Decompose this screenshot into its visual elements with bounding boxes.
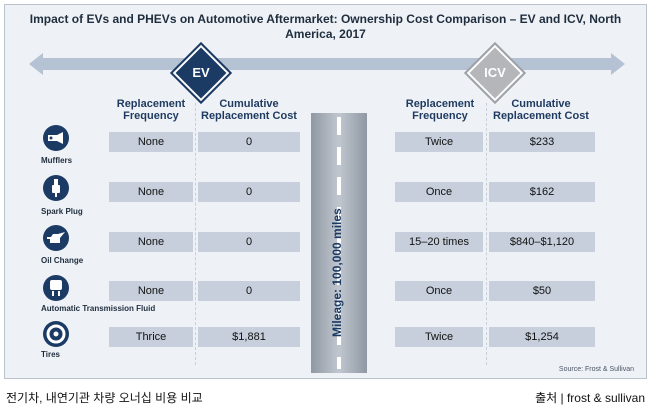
icv-frequency-mufflers: Twice: [395, 132, 483, 152]
icv-frequency-spark-plug: Once: [395, 182, 483, 202]
transmission-fluid-icon: [43, 275, 69, 301]
icv-cost-header: Cumulative Replacement Cost: [493, 98, 589, 122]
ev-column-divider: [195, 103, 196, 365]
caption-credit: 출처 | frost & sullivan: [535, 391, 645, 405]
mileage-label: Mileage: 100,000 miles: [330, 208, 344, 337]
icv-cost-tires: $1,254: [489, 327, 595, 347]
icv-cost-transmission-fluid: $50: [489, 281, 595, 301]
icv-cost-mufflers: $233: [489, 132, 595, 152]
ev-cost-mufflers: 0: [198, 132, 300, 152]
row-label-tires: Tires: [41, 350, 60, 359]
icv-frequency-transmission-fluid: Once: [395, 281, 483, 301]
ev-badge-label: EV: [192, 65, 210, 80]
source-note: Source: Frost & Sullivan: [558, 366, 634, 373]
icv-frequency-header: Replacement Frequency: [405, 98, 475, 122]
timeline-arrow: [29, 53, 625, 75]
ev-frequency-transmission-fluid: None: [109, 281, 193, 301]
row-label-oil-change: Oil Change: [41, 256, 84, 265]
ev-cost-tires: $1,881: [198, 327, 300, 347]
tire-icon: [43, 321, 69, 347]
ev-frequency-spark-plug: None: [109, 182, 193, 202]
ev-frequency-mufflers: None: [109, 132, 193, 152]
spark-plug-icon: [43, 175, 69, 201]
icv-frequency-oil-change: 15–20 times: [395, 232, 483, 252]
ev-cost-transmission-fluid: 0: [198, 281, 300, 301]
ev-cost-oil-change: 0: [198, 232, 300, 252]
icv-frequency-tires: Twice: [395, 327, 483, 347]
row-label-transmission-fluid: Automatic Transmission Fluid: [41, 304, 156, 313]
muffler-icon: [43, 125, 69, 151]
infographic-title: Impact of EVs and PHEVs on Automotive Af…: [29, 12, 622, 41]
infographic-panel: Impact of EVs and PHEVs on Automotive Af…: [4, 4, 647, 379]
ev-cost-spark-plug: 0: [198, 182, 300, 202]
icv-cost-oil-change: $840–$1,120: [489, 232, 595, 252]
ev-frequency-tires: Thrice: [109, 327, 193, 347]
road-graphic: [311, 113, 367, 373]
caption: 전기차, 내연기관 차량 오너십 비용 비교: [6, 391, 203, 405]
icv-column-divider: [486, 103, 487, 365]
icv-cost-spark-plug: $162: [489, 182, 595, 202]
road-center-line: [337, 117, 341, 369]
oil-can-icon: [43, 225, 69, 251]
ev-frequency-oil-change: None: [109, 232, 193, 252]
ev-frequency-header: Replacement Frequency: [116, 98, 186, 122]
row-label-mufflers: Mufflers: [41, 156, 73, 165]
icv-badge-label: ICV: [484, 65, 506, 80]
ev-cost-header: Cumulative Replacement Cost: [201, 98, 297, 122]
row-label-spark-plug: Spark Plug: [41, 207, 83, 216]
